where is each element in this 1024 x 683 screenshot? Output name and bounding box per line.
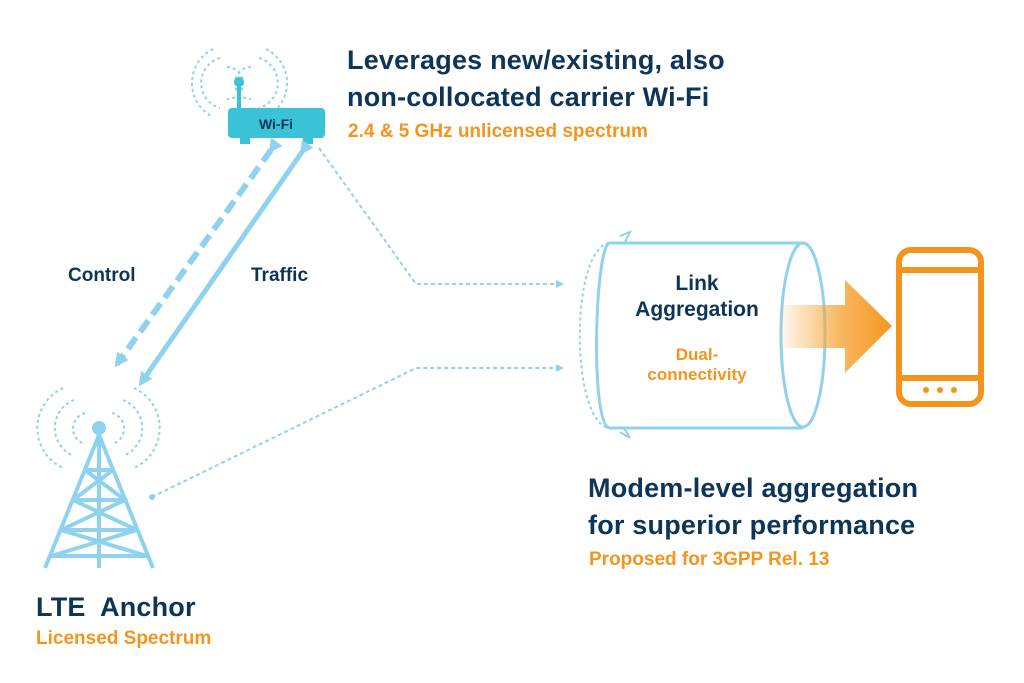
- control-label: Control: [68, 265, 136, 286]
- lte-licensed-spectrum-label: Licensed Spectrum: [36, 628, 212, 649]
- lte-to-aggregation-link: [151, 364, 564, 498]
- lte-anchor-title: LTE Anchor: [36, 592, 196, 622]
- wifi-spectrum-label: 2.4 & 5 GHz unlicensed spectrum: [348, 121, 648, 142]
- link-aggregation-title-line1: Link: [675, 272, 719, 295]
- modem-headline-line1: Modem-level aggregation: [588, 473, 919, 503]
- link-aggregation-title-line2: Aggregation: [635, 298, 759, 321]
- tower-signal-waves-icon: [36, 387, 161, 469]
- control-link-arrow: [114, 137, 283, 368]
- traffic-label: Traffic: [251, 265, 309, 286]
- wifi-headline-line1: Leverages new/existing, also: [347, 45, 725, 75]
- link-aggregation-cylinder: [578, 230, 827, 439]
- aggregation-to-device-arrow: [775, 280, 892, 373]
- dual-connectivity-line1: Dual-: [675, 345, 719, 364]
- wifi-headline-line2: non-collocated carrier Wi-Fi: [347, 82, 710, 112]
- modem-rel13-note: Proposed for 3GPP Rel. 13: [589, 549, 830, 570]
- smartphone-icon: [896, 247, 984, 407]
- modem-headline-line2: for superior performance: [588, 510, 916, 540]
- lte-link-origin-dot: [149, 494, 155, 500]
- traffic-link-arrow: [138, 139, 314, 387]
- wifi-device-label: Wi-Fi: [259, 116, 293, 132]
- wifi-router-icon: [228, 77, 325, 144]
- cell-tower-icon: [43, 421, 155, 569]
- wifi-to-aggregation-link: [318, 147, 564, 288]
- dual-connectivity-line2: connectivity: [647, 365, 747, 384]
